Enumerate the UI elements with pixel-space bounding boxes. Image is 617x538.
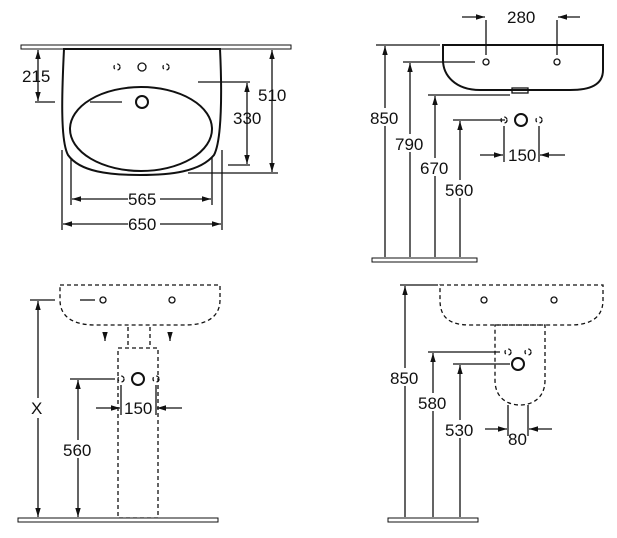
- dim-530: 530: [445, 421, 473, 440]
- dim-150-side: 150: [508, 146, 536, 165]
- dim-215: 215: [22, 67, 50, 86]
- dim-x: X: [31, 399, 42, 418]
- floor-tiles: [371, 257, 478, 263]
- dim-330: 330: [233, 109, 261, 128]
- drain-icon: [131, 372, 145, 386]
- dim-80: 80: [508, 430, 527, 449]
- dim-670: 670: [420, 159, 448, 178]
- overflow-icon: [135, 95, 149, 109]
- dim-280: 280: [507, 8, 535, 27]
- front-view-pedestal: X 560 150: [17, 284, 221, 523]
- drain-icon: [511, 357, 525, 371]
- floor-tiles: [17, 517, 219, 523]
- dim-580: 580: [418, 394, 446, 413]
- semi-pedestal-outline: [494, 324, 546, 406]
- basin-outline: [61, 48, 223, 177]
- drain-icon: [514, 113, 528, 127]
- side-view-basin: 280 850 790 670 560 150: [369, 8, 604, 263]
- front-view-basin: 215 330 510 565 650: [20, 44, 292, 234]
- dim-850-side: 850: [370, 109, 398, 128]
- dim-790: 790: [395, 135, 423, 154]
- basin-side-outline: [442, 44, 604, 91]
- bowl-outline: [69, 86, 213, 172]
- dim-560-side: 560: [445, 181, 473, 200]
- pedestal-outline: [117, 327, 159, 519]
- floor-tiles: [387, 517, 479, 523]
- side-view-semipedestal: 850 580 530 80: [387, 284, 604, 523]
- dim-850-semi: 850: [390, 369, 418, 388]
- dim-650: 650: [128, 215, 156, 234]
- dim-510: 510: [258, 86, 286, 105]
- dim-150-front: 150: [124, 399, 152, 418]
- dim-560-front: 560: [63, 441, 91, 460]
- tap-hole-icon: [137, 62, 147, 72]
- dim-565: 565: [128, 190, 156, 209]
